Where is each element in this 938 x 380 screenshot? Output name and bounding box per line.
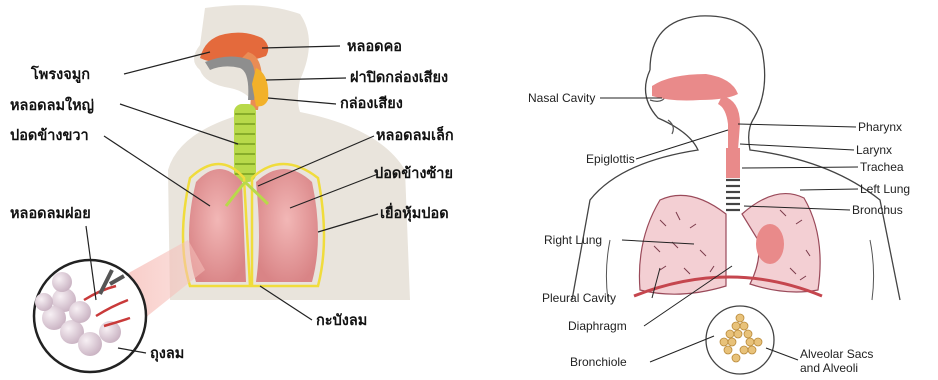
trachea-shape <box>726 148 740 178</box>
label-larynx: Larynx <box>856 143 892 157</box>
label-nasal-cavity: Nasal Cavity <box>528 91 595 105</box>
label-bronchus: หลอดลมเล็ก <box>376 125 454 144</box>
label-right-lung: ปอดข้างขวา <box>10 127 89 144</box>
label-trachea: Trachea <box>860 160 904 174</box>
thai-diagram-svg: โพรงจมูก หลอดคอ ฝาปิดกล่องเสียง กล่องเสี… <box>0 0 500 380</box>
left-lung-shape <box>256 169 318 282</box>
label-left-lung: Left Lung <box>860 182 910 196</box>
label-diaphragm: Diaphragm <box>568 319 627 333</box>
label-trachea: หลอดลมใหญ่ <box>10 96 94 114</box>
label-right-lung: Right Lung <box>544 233 602 247</box>
label-bronchus: Bronchus <box>852 203 903 217</box>
label-alveolar-sacs: Alveolar Sacs <box>800 347 873 361</box>
label-nasal-cavity: โพรงจมูก <box>30 65 90 83</box>
thai-respiratory-diagram: โพรงจมูก หลอดคอ ฝาปิดกล่องเสียง กล่องเสี… <box>0 0 500 380</box>
face-detail <box>650 96 673 134</box>
english-respiratory-diagram: Nasal Cavity Pharynx Larynx Epiglottis T… <box>500 0 938 380</box>
airway-shape <box>718 96 740 150</box>
label-pleural-cavity: Pleural Cavity <box>542 291 616 305</box>
label-epiglottis: ฝาปิดกล่องเสียง <box>350 69 448 86</box>
label-alveoli: ถุงลม <box>150 346 184 362</box>
english-diagram-svg: Nasal Cavity Pharynx Larynx Epiglottis T… <box>500 0 938 380</box>
label-pharynx: Pharynx <box>858 120 902 134</box>
label-diaphragm: กะบังลม <box>316 313 367 329</box>
nasal-cavity-shape <box>652 74 738 101</box>
label-pharynx: หลอดคอ <box>347 39 402 55</box>
label-larynx: กล่องเสียง <box>340 95 403 112</box>
label-epiglottis: Epiglottis <box>586 152 635 166</box>
heart-shape <box>756 224 784 264</box>
label-left-lung: ปอดข้างซ้าย <box>374 165 453 182</box>
label-alveoli: and Alveoli <box>800 361 858 375</box>
trachea-rings <box>726 180 740 210</box>
label-bronchiole: หลอดลมฝอย <box>10 206 91 222</box>
label-bronchiole: Bronchiole <box>570 355 627 369</box>
